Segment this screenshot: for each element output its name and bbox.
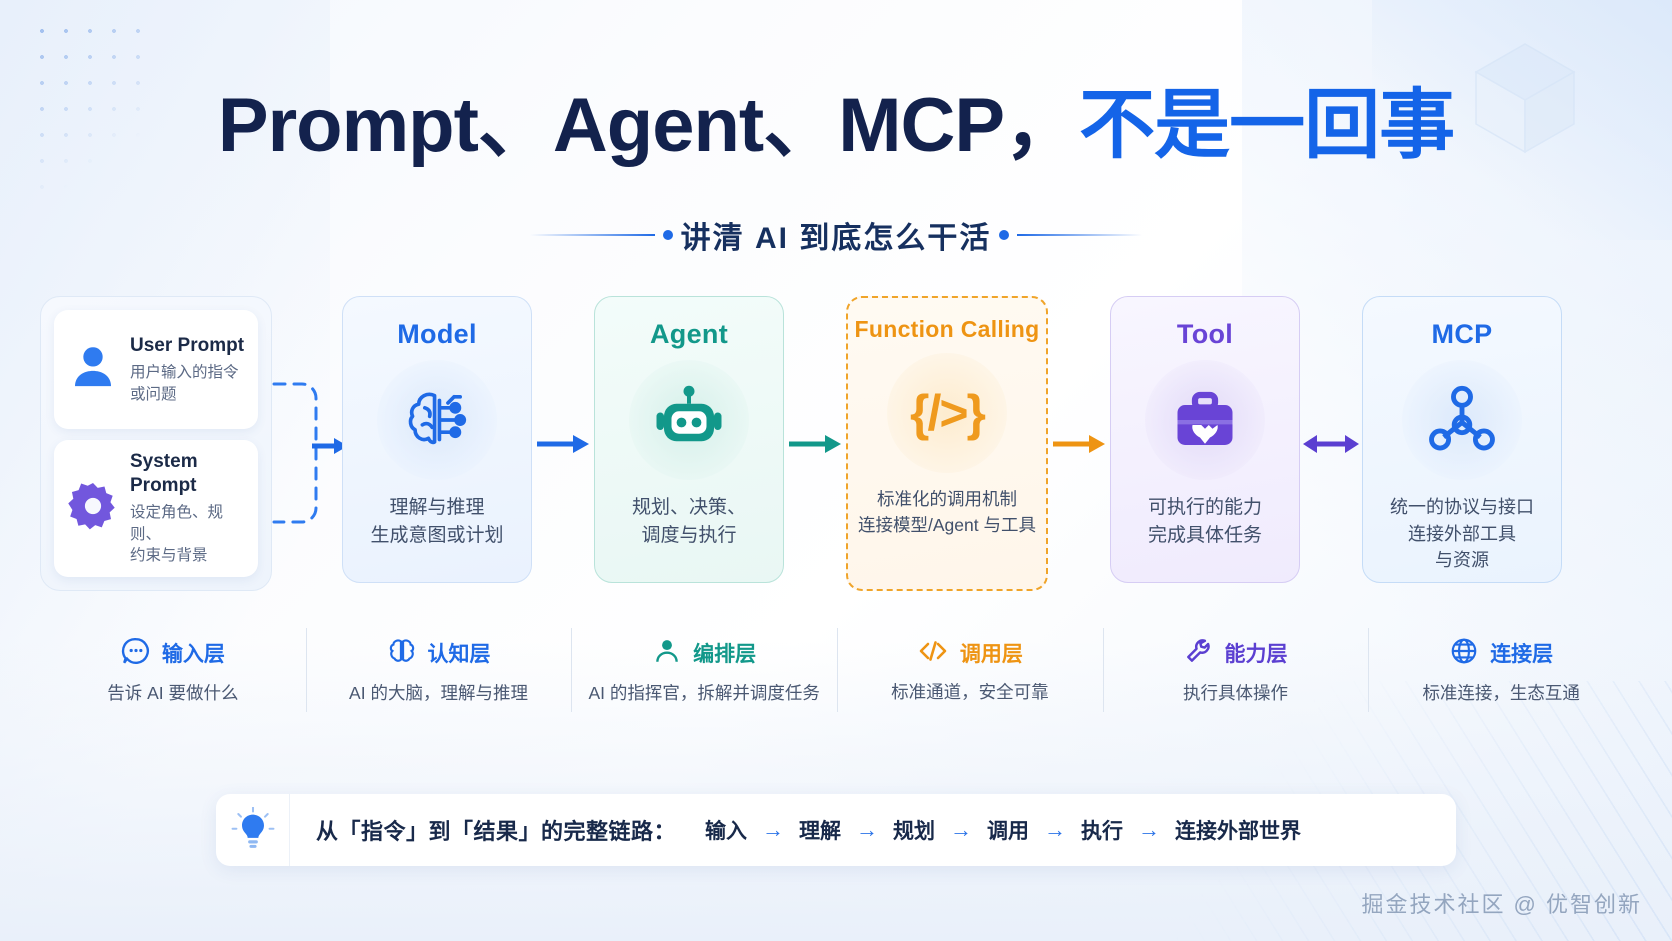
page-subtitle: 讲清 AI 到底怎么干活 <box>680 222 992 255</box>
layer-cognition: 认知层 AI 的大脑，理解与推理 <box>305 620 572 720</box>
arrow-function-calling-to-tool <box>1048 296 1110 591</box>
layer-input-name: 输入层 <box>161 643 225 666</box>
lightbulb-icon <box>216 794 290 866</box>
summary-chain: 输入 → 理解 → 规划 → 调用 → 执行 → 连接外部世界 <box>690 815 1316 845</box>
wrench-icon <box>1184 636 1214 671</box>
robot-icon <box>629 360 749 480</box>
layer-input-desc: 告诉 AI 要做什么 <box>107 682 239 703</box>
prompt-merge-connector <box>272 296 348 591</box>
globe-icon <box>1449 636 1479 671</box>
layer-connection-desc: 标准连接，生态互通 <box>1422 682 1580 703</box>
card-agent-title: Agent <box>650 319 728 349</box>
card-tool-desc-line-2: 完成具体任务 <box>1147 525 1262 547</box>
card-model-title: Model <box>397 319 477 349</box>
layer-orchestration-desc: AI 的指挥官，拆解并调度任务 <box>588 682 820 703</box>
chain-node-1: 输入 <box>705 820 748 843</box>
prompt-group-card[interactable]: User Prompt 用户输入的指令 或问题 System Prompt 设定… <box>40 296 272 591</box>
card-function-calling-desc: 标准化的调用机制 连接模型/Agent 与工具 <box>858 487 1036 539</box>
chain-node-6: 连接外部世界 <box>1175 820 1302 843</box>
subtitle-row: 讲清 AI 到底怎么干活 <box>0 213 1672 257</box>
layer-input: 输入层 告诉 AI 要做什么 <box>40 620 306 720</box>
arrow-agent-to-function-calling <box>784 296 846 591</box>
layer-orchestration-name: 编排层 <box>693 643 757 666</box>
card-mcp-desc-line-3: 与资源 <box>1435 550 1489 571</box>
card-model-desc: 理解与推理 生成意图或计划 <box>370 494 503 550</box>
user-prompt-card[interactable]: User Prompt 用户输入的指令 或问题 <box>54 310 258 430</box>
chat-bubble-icon <box>121 636 151 671</box>
code-icon <box>917 637 949 670</box>
layer-invocation: 调用层 标准通道，安全可靠 <box>837 620 1103 720</box>
card-model-desc-line-2: 生成意图或计划 <box>370 525 504 547</box>
code-braces-glyph: {/>} <box>909 385 986 441</box>
layer-invocation-desc: 标准通道，安全可靠 <box>891 681 1049 702</box>
card-agent[interactable]: Agent 规划、决策、 调度与执行 <box>594 296 784 583</box>
layer-cognition-desc: AI 的大脑，理解与推理 <box>349 682 528 703</box>
chain-arrow-2: → <box>856 817 879 842</box>
card-function-calling-desc-line-2: 连接模型/Agent 与工具 <box>858 514 1036 535</box>
layer-orchestration: 编排层 AI 的指挥官，拆解并调度任务 <box>571 620 837 720</box>
toolbox-icon <box>1145 360 1265 480</box>
system-prompt-title: System Prompt <box>130 451 198 497</box>
system-prompt-desc: 设定角色、规则、 约束与背景 <box>130 503 224 565</box>
card-agent-desc-line-1: 规划、决策、 <box>631 497 746 518</box>
subtitle-rule-left <box>529 234 655 236</box>
arrow-tool-to-mcp <box>1300 296 1362 591</box>
chain-arrow-1: → <box>762 817 785 842</box>
layer-cognition-name: 认知层 <box>427 643 491 666</box>
page-title: Prompt、Agent、MCP，不是一回事 <box>0 88 1672 164</box>
brain-icon <box>387 636 417 671</box>
arrow-model-to-agent <box>532 296 594 591</box>
card-tool-desc-line-1: 可执行的能力 <box>1147 497 1262 518</box>
layer-capability: 能力层 执行具体操作 <box>1102 620 1369 720</box>
chain-arrow-3: → <box>950 817 973 842</box>
card-mcp-desc-line-1: 统一的协议与接口 <box>1390 497 1534 517</box>
card-function-calling-desc-line-1: 标准化的调用机制 <box>877 489 1017 509</box>
chain-node-2: 理解 <box>799 820 842 843</box>
card-mcp-desc: 统一的协议与接口 连接外部工具 与资源 <box>1390 494 1534 574</box>
person-icon <box>652 636 682 671</box>
card-mcp-desc-line-2: 连接外部工具 <box>1408 523 1516 544</box>
node-network-icon <box>1402 360 1522 480</box>
code-braces-icon: {/>} <box>887 353 1007 473</box>
card-agent-desc-line-2: 调度与执行 <box>641 525 737 547</box>
layer-capability-desc: 执行具体操作 <box>1183 682 1289 703</box>
user-prompt-title: User Prompt <box>130 335 245 357</box>
card-function-calling[interactable]: Function Calling {/>} 标准化的调用机制 连接模型/Agen… <box>846 296 1048 591</box>
card-mcp-title: MCP <box>1431 319 1493 349</box>
footer-text: 掘金技术社区 @ 优智创新 <box>1361 892 1642 917</box>
chain-arrow-4: → <box>1044 817 1067 842</box>
chain-arrow-5: → <box>1138 817 1161 842</box>
title-highlight: 不是一回事 <box>1079 83 1455 168</box>
layer-strip: 输入层 告诉 AI 要做什么 认知层 AI 的大脑，理解与推理 <box>40 620 1634 720</box>
summary-bar: 从「指令」到「结果」的完整链路： 输入 → 理解 → 规划 → 调用 → 执行 … <box>216 794 1456 866</box>
gear-icon <box>66 479 120 538</box>
subtitle-dot-left <box>662 230 673 240</box>
card-function-calling-title: Function Calling <box>854 316 1040 342</box>
card-agent-desc: 规划、决策、 调度与执行 <box>632 494 746 550</box>
pipeline-row: User Prompt 用户输入的指令 或问题 System Prompt 设定… <box>40 296 1634 601</box>
layer-connection: 连接层 标准连接，生态互通 <box>1368 620 1634 720</box>
card-tool-desc: 可执行的能力 完成具体任务 <box>1148 494 1262 550</box>
layer-capability-name: 能力层 <box>1224 643 1288 666</box>
card-tool-title: Tool <box>1176 319 1234 349</box>
subtitle-dot-right <box>999 230 1010 240</box>
user-prompt-desc: 用户输入的指令 或问题 <box>130 363 239 403</box>
summary-lead-text: 从「指令」到「结果」的完整链路： <box>316 819 677 844</box>
card-model[interactable]: Model 理解与推理 生成意图或计划 <box>342 296 532 583</box>
system-prompt-card[interactable]: System Prompt 设定角色、规则、 约束与背景 <box>54 440 258 577</box>
chain-node-3: 规划 <box>893 820 936 843</box>
card-tool[interactable]: Tool 可执行的能力 完成具体任务 <box>1110 296 1300 583</box>
brain-circuit-icon <box>377 360 497 480</box>
card-model-desc-line-1: 理解与推理 <box>389 497 485 518</box>
layer-invocation-name: 调用层 <box>959 643 1023 666</box>
chain-node-5: 执行 <box>1081 820 1124 843</box>
layer-connection-name: 连接层 <box>1490 643 1554 666</box>
chain-node-4: 调用 <box>987 820 1030 843</box>
title-main: Prompt、Agent、MCP， <box>217 83 1080 168</box>
user-icon <box>66 340 120 399</box>
card-mcp[interactable]: MCP 统一的协议与接口 连接外部工具 与资源 <box>1362 296 1562 583</box>
subtitle-rule-right <box>1017 234 1143 236</box>
footer-watermark: 掘金技术社区 @ 优智创新 <box>1361 887 1642 919</box>
arrow-prompt-to-model <box>312 438 348 454</box>
